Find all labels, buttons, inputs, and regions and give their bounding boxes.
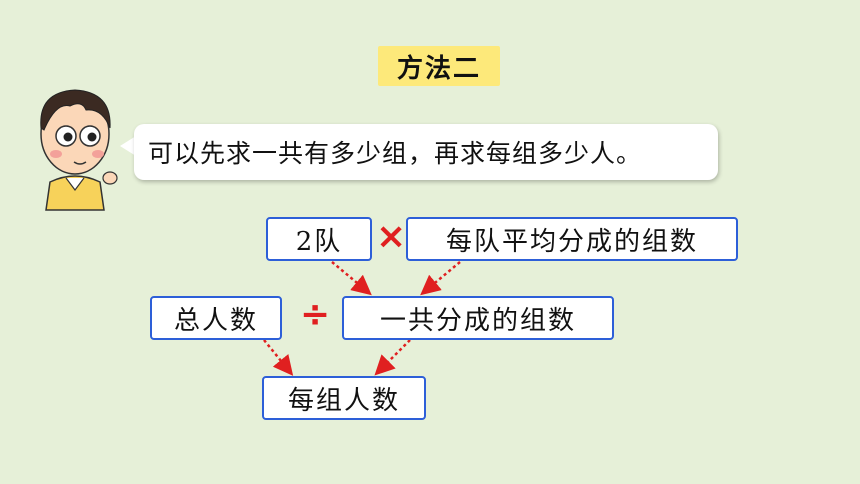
arrow-total-people-to-per-group [263,339,294,376]
arrow-total-groups-to-per-group [374,339,411,376]
speech-text: 可以先求一共有多少组，再求每组多少人。 [148,139,643,168]
arrow-groups-per-team-to-total-groups [420,261,461,296]
divide-operator: ÷ [300,294,331,335]
box-total-people: 总人数 [150,296,282,340]
arrow-teams-to-total-groups [331,261,372,296]
box-people-per-group: 每组人数 [262,376,426,420]
speech-bubble: 可以先求一共有多少组，再求每组多少人。 [134,124,718,180]
method-title: 方法二 [378,46,500,86]
speech-bubble-tail [120,136,136,156]
box-groups-per-team: 每队平均分成的组数 [406,217,738,261]
box-total-groups: 一共分成的组数 [342,296,614,340]
box-teams: 2队 [266,217,372,261]
multiply-operator: × [376,216,407,257]
boy-avatar-icon [40,89,118,211]
